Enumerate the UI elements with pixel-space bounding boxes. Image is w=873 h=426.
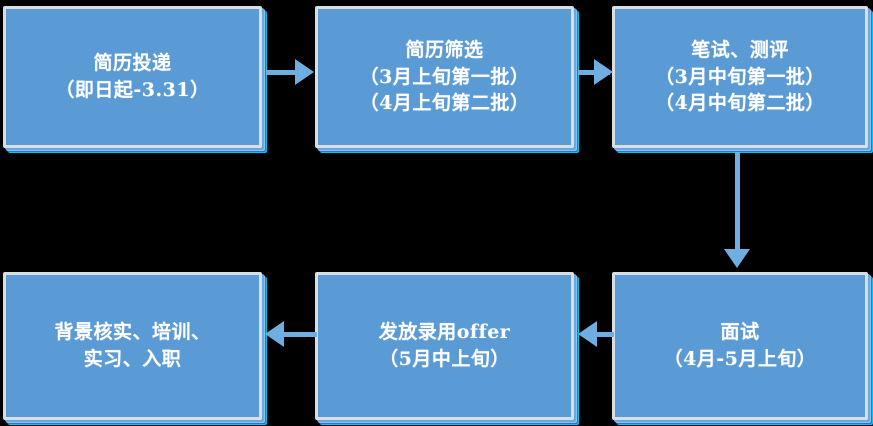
connector-line	[270, 332, 317, 337]
connector-line	[735, 152, 740, 252]
node-label: 简历投递 （即日起-3.31）	[55, 52, 210, 101]
arrow-left-icon	[265, 321, 284, 347]
process-node-resume-submission[interactable]: 简历投递 （即日起-3.31）	[3, 6, 262, 148]
connector-line	[266, 70, 300, 75]
node-label: 背景核实、培训、 实习、入职	[54, 321, 211, 370]
arrow-right-icon	[295, 59, 314, 85]
arrow-right-icon	[594, 59, 613, 85]
node-label: 简历筛选 （3月上旬第一批） （4月上旬第二批）	[359, 38, 530, 115]
node-label: 面试 （4月-5月上旬）	[663, 321, 817, 370]
process-node-background-check-training-onboarding[interactable]: 背景核实、培训、 实习、入职	[3, 272, 262, 420]
process-node-written-test-assessment[interactable]: 笔试、测评 （3月中旬第一批） （4月中旬第二批）	[612, 6, 868, 148]
process-node-issue-offer[interactable]: 发放录用offer （5月中上旬）	[315, 272, 574, 420]
arrow-down-icon	[724, 249, 750, 268]
connector-line	[582, 332, 614, 337]
process-node-interview[interactable]: 面试 （4月-5月上旬）	[612, 272, 868, 420]
arrow-left-icon	[578, 321, 597, 347]
node-label: 发放录用offer （5月中上旬）	[378, 321, 511, 370]
node-label: 笔试、测评 （3月中旬第一批） （4月中旬第二批）	[655, 38, 825, 115]
process-node-resume-screening[interactable]: 简历筛选 （3月上旬第一批） （4月上旬第二批）	[315, 6, 574, 148]
